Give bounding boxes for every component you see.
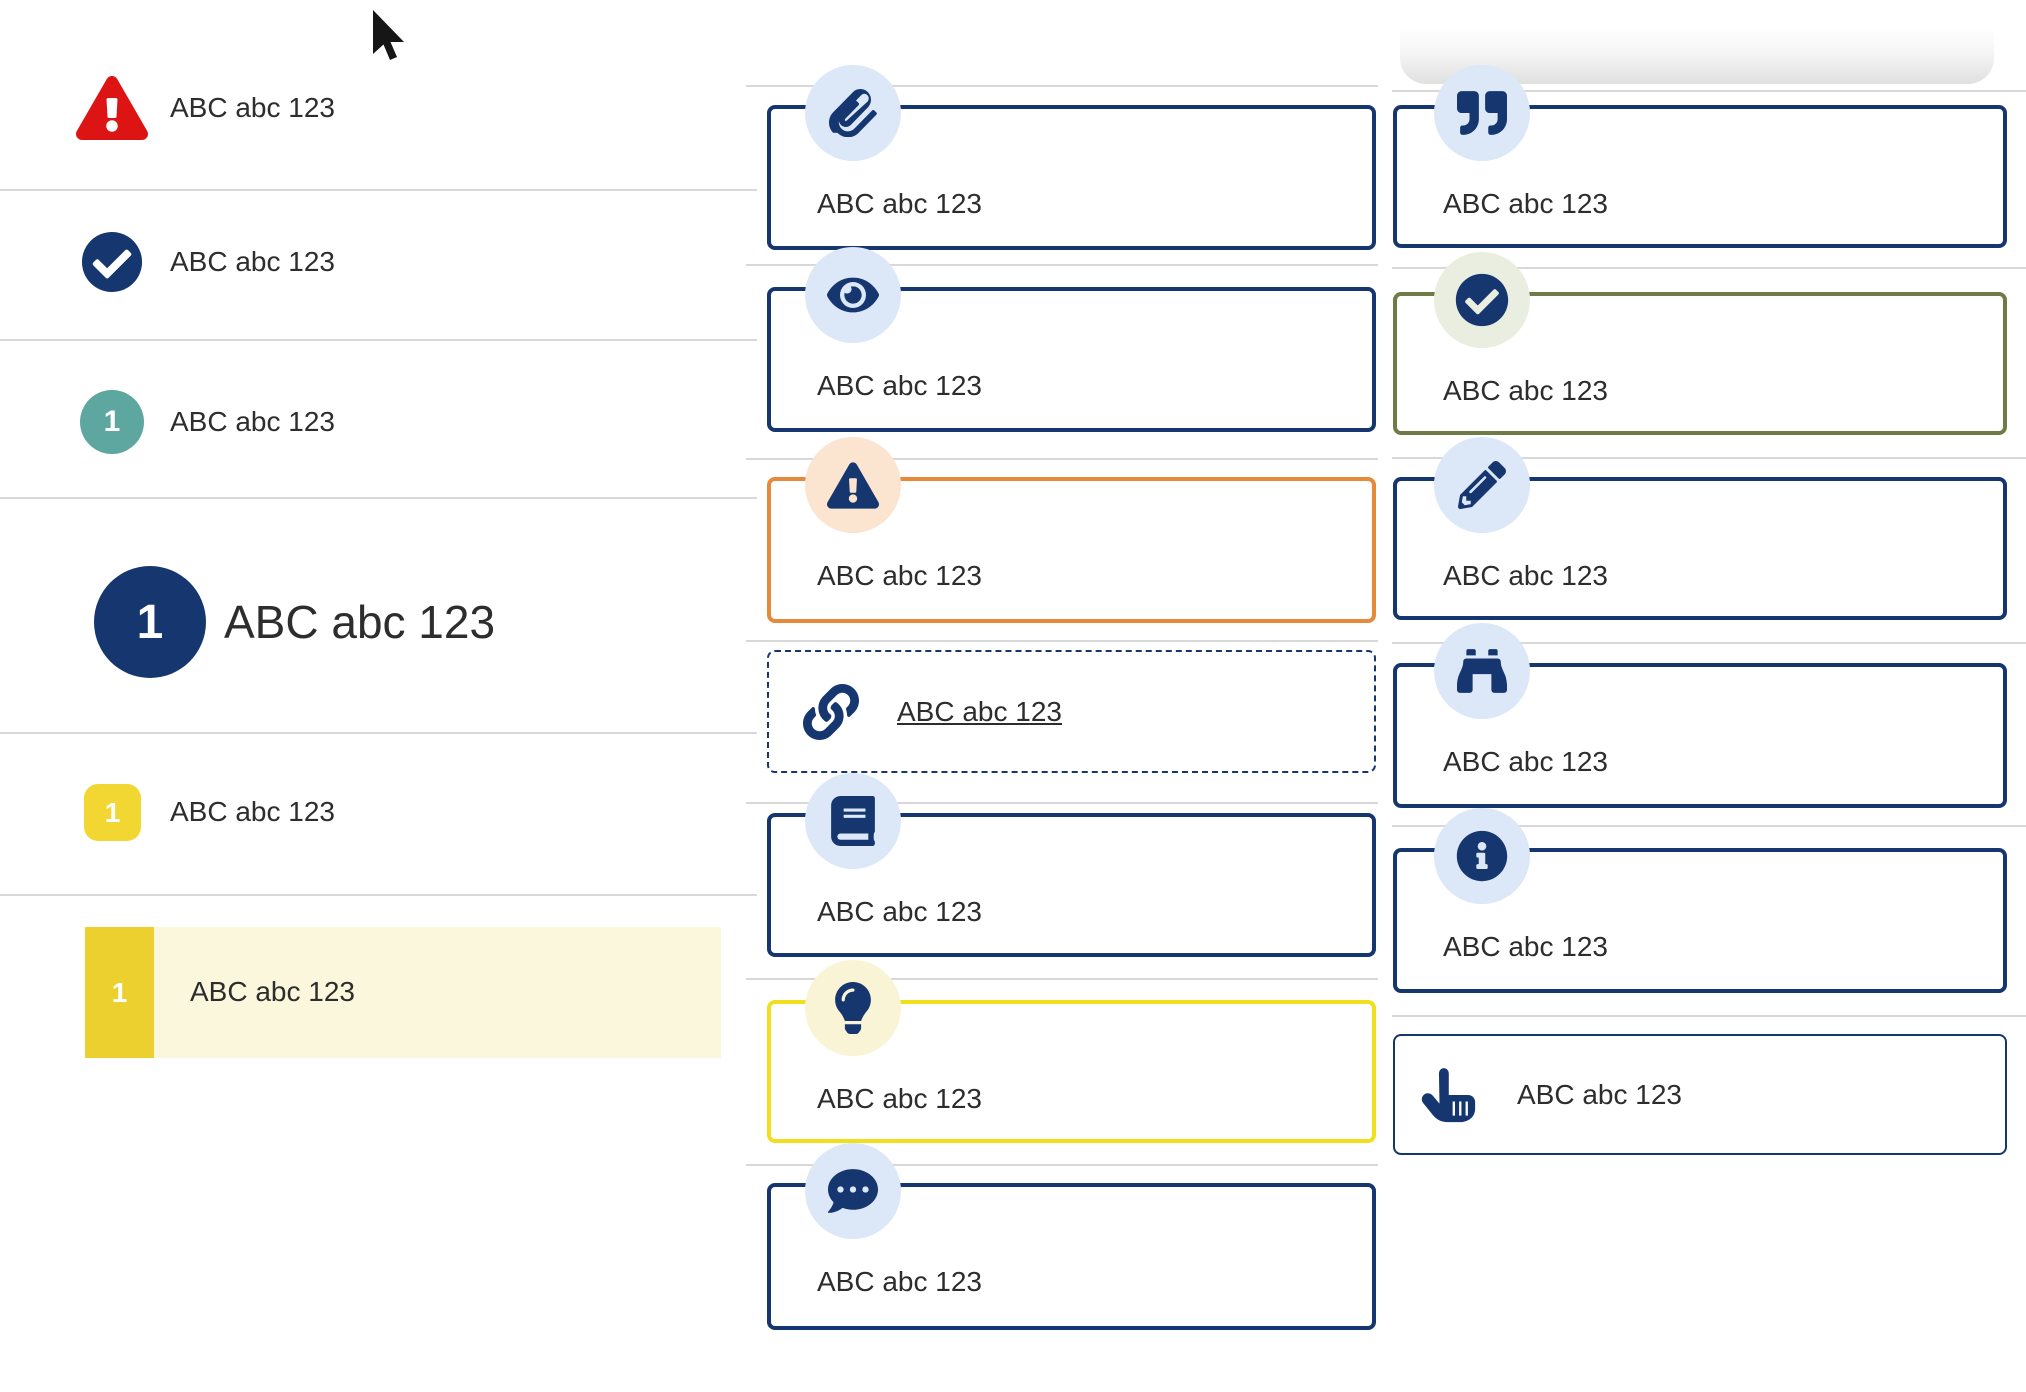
number-badge-square: 1 [84,784,141,841]
column-divider [1392,457,2026,459]
list-item-label: ABC abc 123 [170,92,335,123]
hand-point-up-icon [1417,1064,1479,1126]
list-item-label: ABC abc 123 [170,796,335,827]
lightbulb-icon [835,982,871,1034]
callout-card-attachment: ABC abc 123 [767,65,1376,250]
highlighted-list-item[interactable]: 1 ABC abc 123 [85,927,721,1058]
card-label: ABC abc 123 [1443,931,1608,962]
card-icon-badge [805,247,901,343]
number-badge-bar: 1 [85,927,154,1058]
list-item-label: ABC abc 123 [170,406,335,437]
list-divider [0,339,757,341]
callout-card-search: ABC abc 123 [1393,623,2007,808]
list-divider [0,497,757,499]
column-divider [746,85,1378,87]
check-circle-icon [1455,273,1509,327]
card-label: ABC abc 123 [817,370,982,401]
badge-number: 1 [111,976,128,1008]
binoculars-icon [1457,646,1507,696]
card-label: ABC abc 123 [817,188,982,219]
column-divider [746,640,1378,642]
card-icon-badge [1434,808,1530,904]
callout-card-tip: ABC abc 123 [767,960,1376,1143]
column-divider [746,978,1378,980]
column-divider [746,802,1378,804]
eye-icon [827,269,879,321]
list-divider [0,894,757,896]
quote-icon [1457,88,1507,138]
card-icon-badge [805,65,901,161]
callout-card-edit: ABC abc 123 [1393,437,2007,620]
column-divider [1392,90,2026,92]
callout-card-book: ABC abc 123 [767,773,1376,957]
warning-triangle-icon [827,462,879,509]
list-item-label: ABC abc 123 [224,596,496,648]
paperclip-icon [829,89,877,137]
column-divider [1392,1015,2026,1017]
callout-card-success: ABC abc 123 [1393,252,2007,435]
list-divider [0,189,757,191]
card-label: ABC abc 123 [1443,188,1608,219]
link-icon [803,684,859,740]
callout-card-action[interactable]: ABC abc 123 [1393,1034,2007,1155]
list-item-label: ABC abc 123 [170,246,335,277]
card-icon-badge [805,773,901,869]
card-label: ABC abc 123 [817,1083,982,1114]
list-divider [0,732,757,734]
card-icon-badge [805,960,901,1056]
card-label: ABC abc 123 [817,896,982,927]
callout-card-warning: ABC abc 123 [767,437,1376,623]
badge-number: 1 [136,595,164,649]
column-divider [1392,825,2026,827]
callout-card-view: ABC abc 123 [767,247,1376,432]
callout-card-quote: ABC abc 123 [1393,65,2007,248]
number-badge-circle: 1 [80,390,144,454]
arrow-cursor-icon [365,6,409,72]
callout-card-info: ABC abc 123 [1393,808,2007,993]
card-label: ABC abc 123 [817,560,982,591]
column-divider [1392,642,2026,644]
card-icon-badge [1434,623,1530,719]
chat-dots-icon [828,1166,878,1216]
card-icon-badge [805,1143,901,1239]
book-icon [831,796,875,846]
card-icon-badge [1434,437,1530,533]
badge-number: 1 [103,405,121,438]
info-circle-icon [1456,830,1508,882]
column-divider [746,264,1378,266]
card-label: ABC abc 123 [817,1266,982,1297]
callout-card-link: ABC abc 123 [767,650,1376,773]
number-badge-circle-large: 1 [94,566,206,678]
card-label: ABC abc 123 [1443,560,1608,591]
card-label: ABC abc 123 [1443,746,1608,777]
column-divider [746,1164,1378,1166]
list-item-label: ABC abc 123 [190,976,355,1007]
card-icon-badge [1434,65,1530,161]
column-divider [1392,267,2026,269]
card-label: ABC abc 123 [1517,1078,1682,1110]
card-icon-badge [1434,252,1530,348]
warning-triangle-icon [76,76,148,140]
badge-number: 1 [104,796,121,828]
column-divider [746,458,1378,460]
card-icon-badge [805,437,901,533]
callout-card-comment: ABC abc 123 [767,1143,1376,1330]
card-link-label[interactable]: ABC abc 123 [897,695,1062,727]
check-circle-icon [81,231,143,293]
card-label: ABC abc 123 [1443,375,1608,406]
pencil-icon [1458,461,1506,509]
